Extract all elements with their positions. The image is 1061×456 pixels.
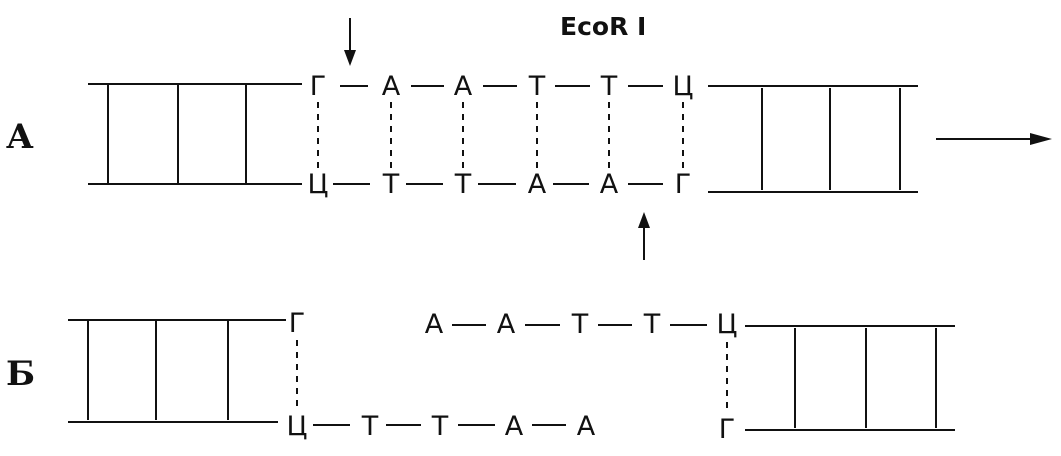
arrow-right-icon xyxy=(1030,133,1052,145)
row-label-b: Б xyxy=(6,354,35,394)
panel-a-top-strand: Г А А Т Т Ц xyxy=(310,71,694,102)
nucleotide: Т xyxy=(571,309,589,340)
nucleotide: А xyxy=(454,71,473,102)
nucleotide: Г xyxy=(289,308,305,339)
nucleotide: А xyxy=(505,411,524,442)
nucleotide: Г xyxy=(675,169,691,200)
process-arrow xyxy=(936,133,1052,145)
enzyme-label: EcoR I xyxy=(560,12,646,41)
panel-b-left-fragment: Г Ц Т Т А А xyxy=(68,308,596,442)
nucleotide: Т xyxy=(431,411,449,442)
panel-a-right-duplex xyxy=(708,85,918,193)
nucleotide: А xyxy=(425,309,444,340)
nucleotide: А xyxy=(577,411,596,442)
nucleotide: Т xyxy=(600,71,618,102)
nucleotide: Т xyxy=(643,309,661,340)
nucleotide: Г xyxy=(719,414,735,445)
panel-a-hydrogen-bonds xyxy=(317,102,684,170)
nucleotide: А xyxy=(497,309,516,340)
panel-a-left-duplex xyxy=(88,83,302,185)
cut-site-arrow-bottom xyxy=(638,212,650,260)
panel-b-right-fragment: А А Т Т Ц Г xyxy=(425,309,955,445)
nucleotide: Т xyxy=(454,169,472,200)
nucleotide: Ц xyxy=(673,71,694,102)
cut-site-arrow-top xyxy=(344,18,356,66)
arrow-down-icon xyxy=(344,50,356,66)
row-label-a: А xyxy=(6,117,34,157)
nucleotide: Г xyxy=(310,71,326,102)
arrow-up-icon xyxy=(638,212,650,228)
nucleotide: А xyxy=(528,169,547,200)
nucleotide: Ц xyxy=(717,309,738,340)
panel-a-bottom-strand: Ц Т Т А А Г xyxy=(308,169,692,200)
nucleotide: Т xyxy=(382,169,400,200)
nucleotide: А xyxy=(600,169,619,200)
panel-b: Г Ц Т Т А А А А Т Т Ц Г xyxy=(68,308,955,445)
nucleotide: Т xyxy=(528,71,546,102)
nucleotide: Ц xyxy=(287,411,308,442)
panel-a: Г А А Т Т Ц Ц Т Т А А Г xyxy=(88,18,1052,260)
nucleotide: Т xyxy=(361,411,379,442)
nucleotide: А xyxy=(382,71,401,102)
nucleotide: Ц xyxy=(308,169,329,200)
